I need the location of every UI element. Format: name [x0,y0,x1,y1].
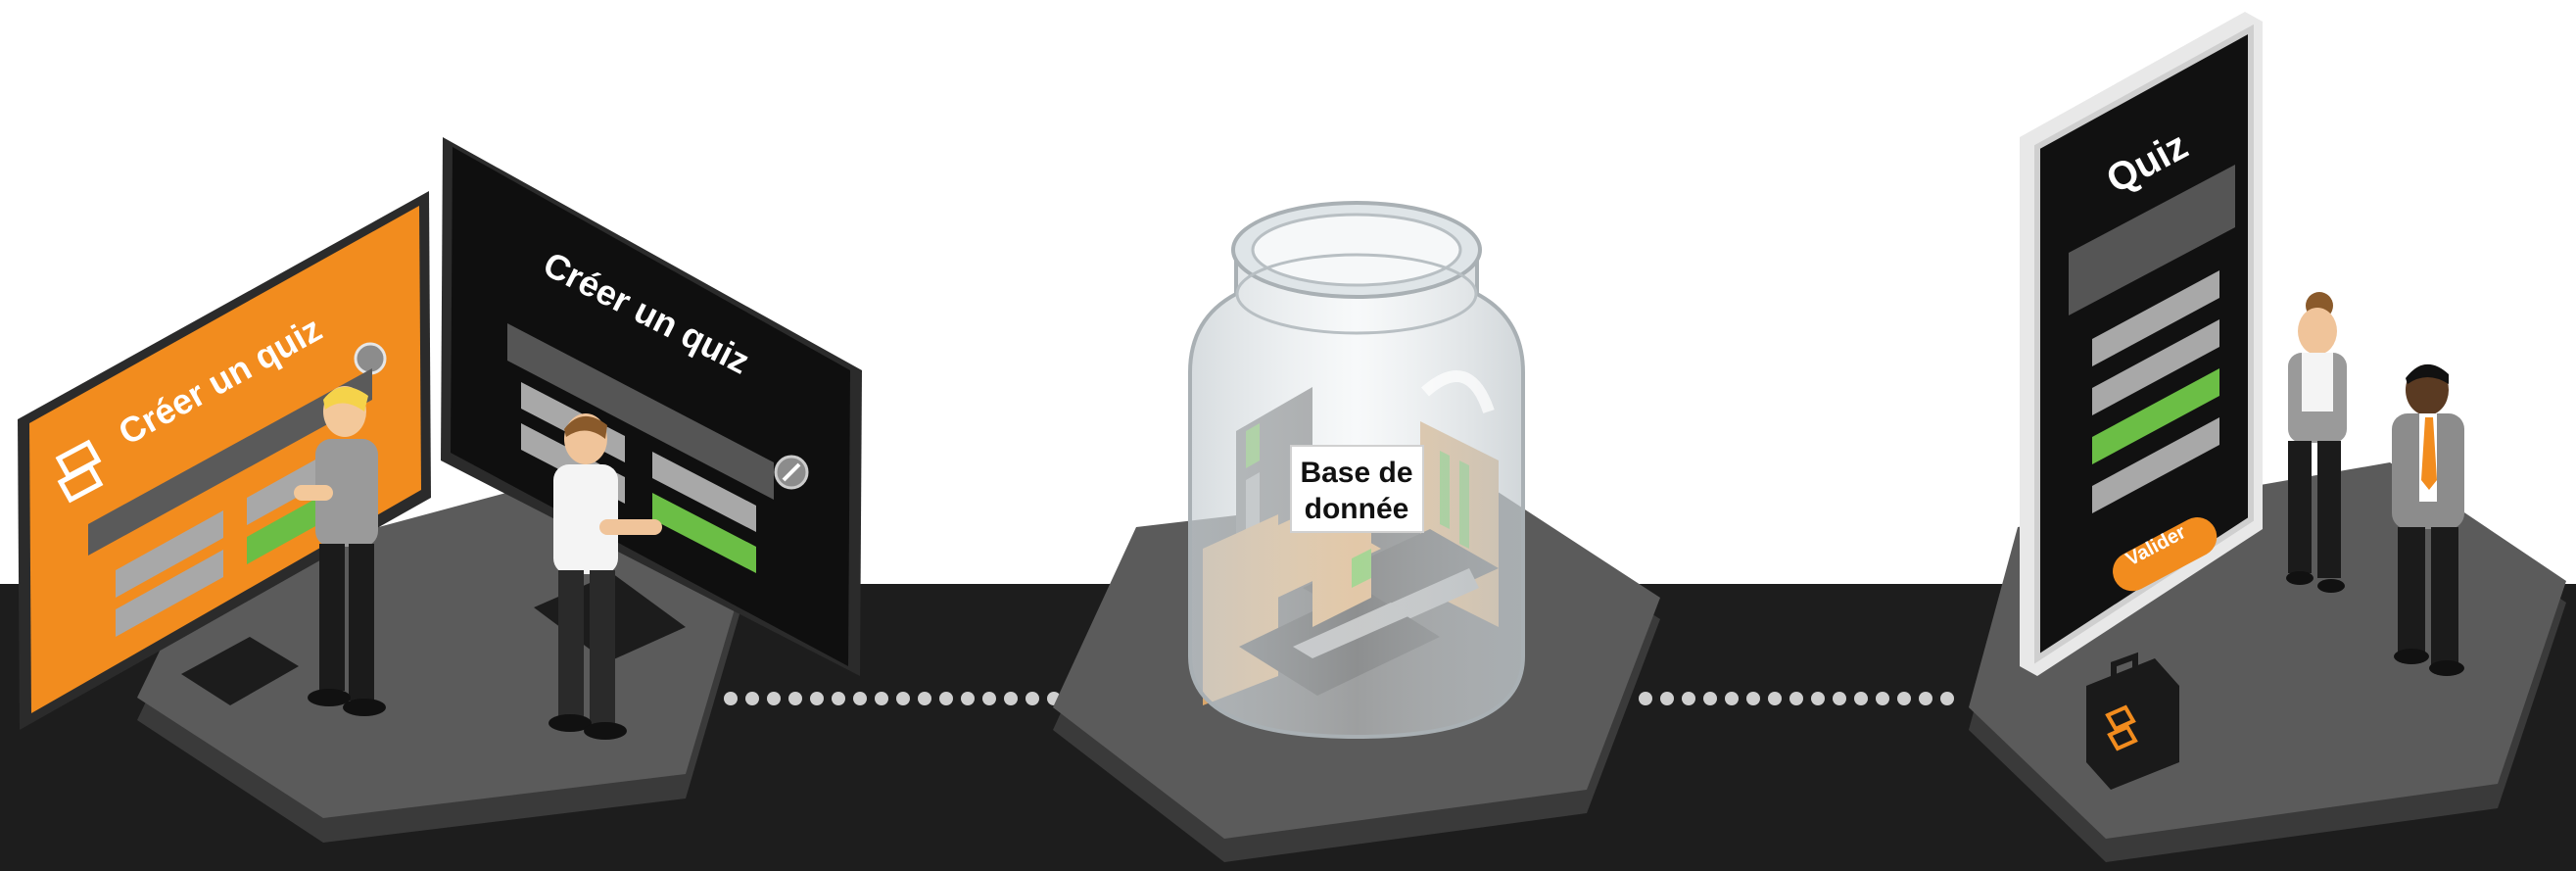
connector-dots-right [1639,692,1954,705]
right-station: Quiz Valider [1969,12,2566,862]
database-label-line2: donnée [1305,493,1409,525]
pencil-icon[interactable] [356,344,385,373]
middle-station: Base de donnée [1053,203,1660,862]
database-label-line1: Base de [1300,457,1412,489]
database-label: Base de donnée [1291,446,1423,532]
